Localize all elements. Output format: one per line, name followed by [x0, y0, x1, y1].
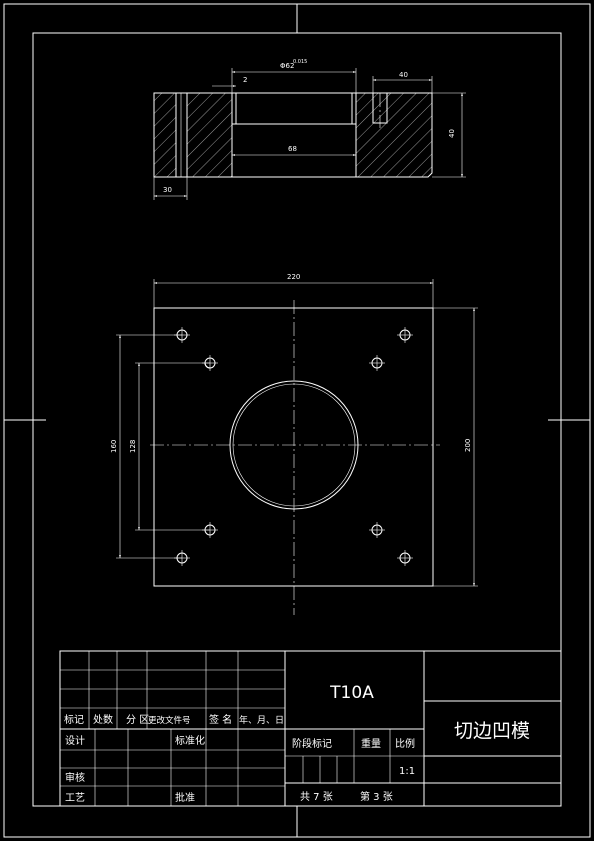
material-label: T10A — [329, 683, 374, 703]
label-date: 年、月、日 — [239, 714, 284, 726]
dim-plan-width: 220 — [287, 273, 300, 281]
plan-holes — [174, 327, 413, 566]
section-view: Φ62 0.015 2 40 40 68 30 — [153, 59, 466, 200]
label-review: 审核 — [65, 771, 85, 784]
centering-marks — [4, 4, 590, 837]
label-approve: 批准 — [175, 791, 195, 804]
label-change-doc: 更改文件号 — [148, 715, 191, 726]
dim-bore: 68 — [288, 145, 297, 153]
section-hatch-right — [356, 93, 432, 177]
plan-view: 220 200 160 128 — [110, 273, 478, 615]
label-design: 设计 — [65, 734, 85, 747]
label-stage-mark: 阶段标记 — [292, 737, 332, 750]
dim-hole-spacing-outer: 160 — [110, 440, 118, 453]
section-cavity — [231, 92, 357, 178]
dim-dia-top: Φ62 — [280, 62, 294, 70]
dim-base: 30 — [163, 186, 172, 194]
outer-sheet-border — [3, 3, 591, 838]
label-weight: 重量 — [361, 737, 381, 750]
title-block: T10A 切边凹模 标记 处数 分 区 更改文件号 签 名 年、月、日 设计 标… — [59, 650, 562, 807]
scale-value: 1:1 — [399, 766, 415, 777]
sheet-number: 第 3 张 — [360, 790, 393, 803]
dim-height: 40 — [448, 129, 456, 138]
section-hatch-left-b — [187, 93, 232, 177]
inner-drawing-frame — [32, 32, 562, 807]
part-name: 切边凹模 — [454, 720, 530, 742]
hole-inner-tr — [369, 355, 385, 371]
label-scale: 比例 — [395, 737, 415, 750]
hole-inner-br — [369, 522, 385, 538]
plan-outline — [153, 307, 434, 587]
label-count: 处数 — [93, 713, 113, 726]
dim-slot-width: 40 — [399, 71, 408, 79]
section-hatch-left-a — [154, 93, 176, 177]
dim-plan-height: 200 — [464, 439, 472, 452]
label-zone: 分 区 — [126, 714, 149, 726]
label-standard: 标准化 — [175, 734, 205, 747]
sheet-total: 共 7 张 — [300, 791, 333, 803]
label-process: 工艺 — [65, 792, 85, 804]
label-mark: 标记 — [64, 714, 84, 726]
hole-outer-br — [397, 550, 413, 566]
hole-outer-tr — [397, 327, 413, 343]
label-signature: 签 名 — [209, 713, 232, 726]
dim-hole-spacing-inner: 128 — [129, 440, 137, 453]
dim-dia-tolerance: 0.015 — [293, 59, 307, 65]
dim-step: 2 — [243, 76, 247, 84]
